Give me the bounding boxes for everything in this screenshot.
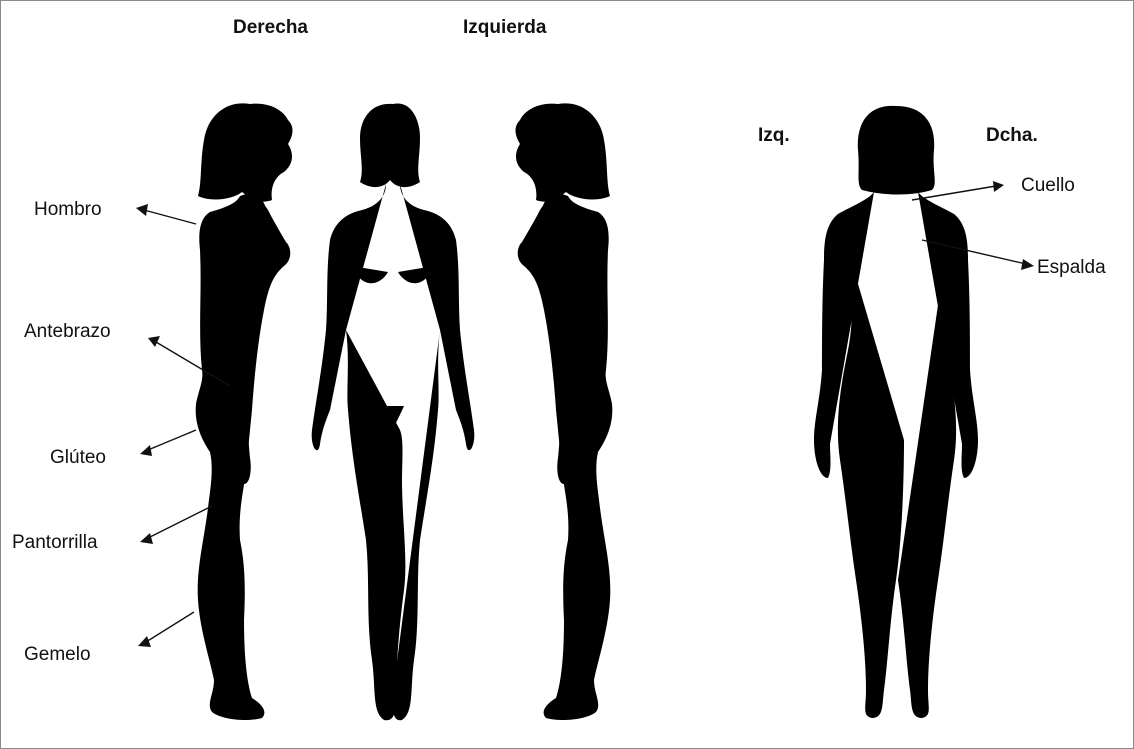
arrow-hombro (136, 204, 196, 224)
label-gemelo: Gemelo (24, 645, 91, 664)
figure-back (814, 106, 978, 718)
arrow-gemelo (138, 612, 194, 647)
label-espalda: Espalda (1037, 258, 1106, 277)
figure-front (312, 103, 475, 720)
label-gluteo: Glúteo (50, 448, 106, 467)
arrow-pantorrilla (140, 506, 212, 544)
figure-side-right (196, 103, 293, 720)
arrow-gluteo (140, 430, 196, 456)
label-hombro: Hombro (34, 200, 102, 219)
header-derecha: Derecha (233, 18, 308, 37)
label-antebrazo: Antebrazo (24, 322, 111, 341)
header-back-right: Dcha. (986, 126, 1038, 145)
label-cuello: Cuello (1021, 176, 1075, 195)
figure-side-left (516, 103, 613, 720)
header-izquierda: Izquierda (463, 18, 546, 37)
header-back-left: Izq. (758, 126, 790, 145)
label-pantorrilla: Pantorrilla (12, 533, 98, 552)
